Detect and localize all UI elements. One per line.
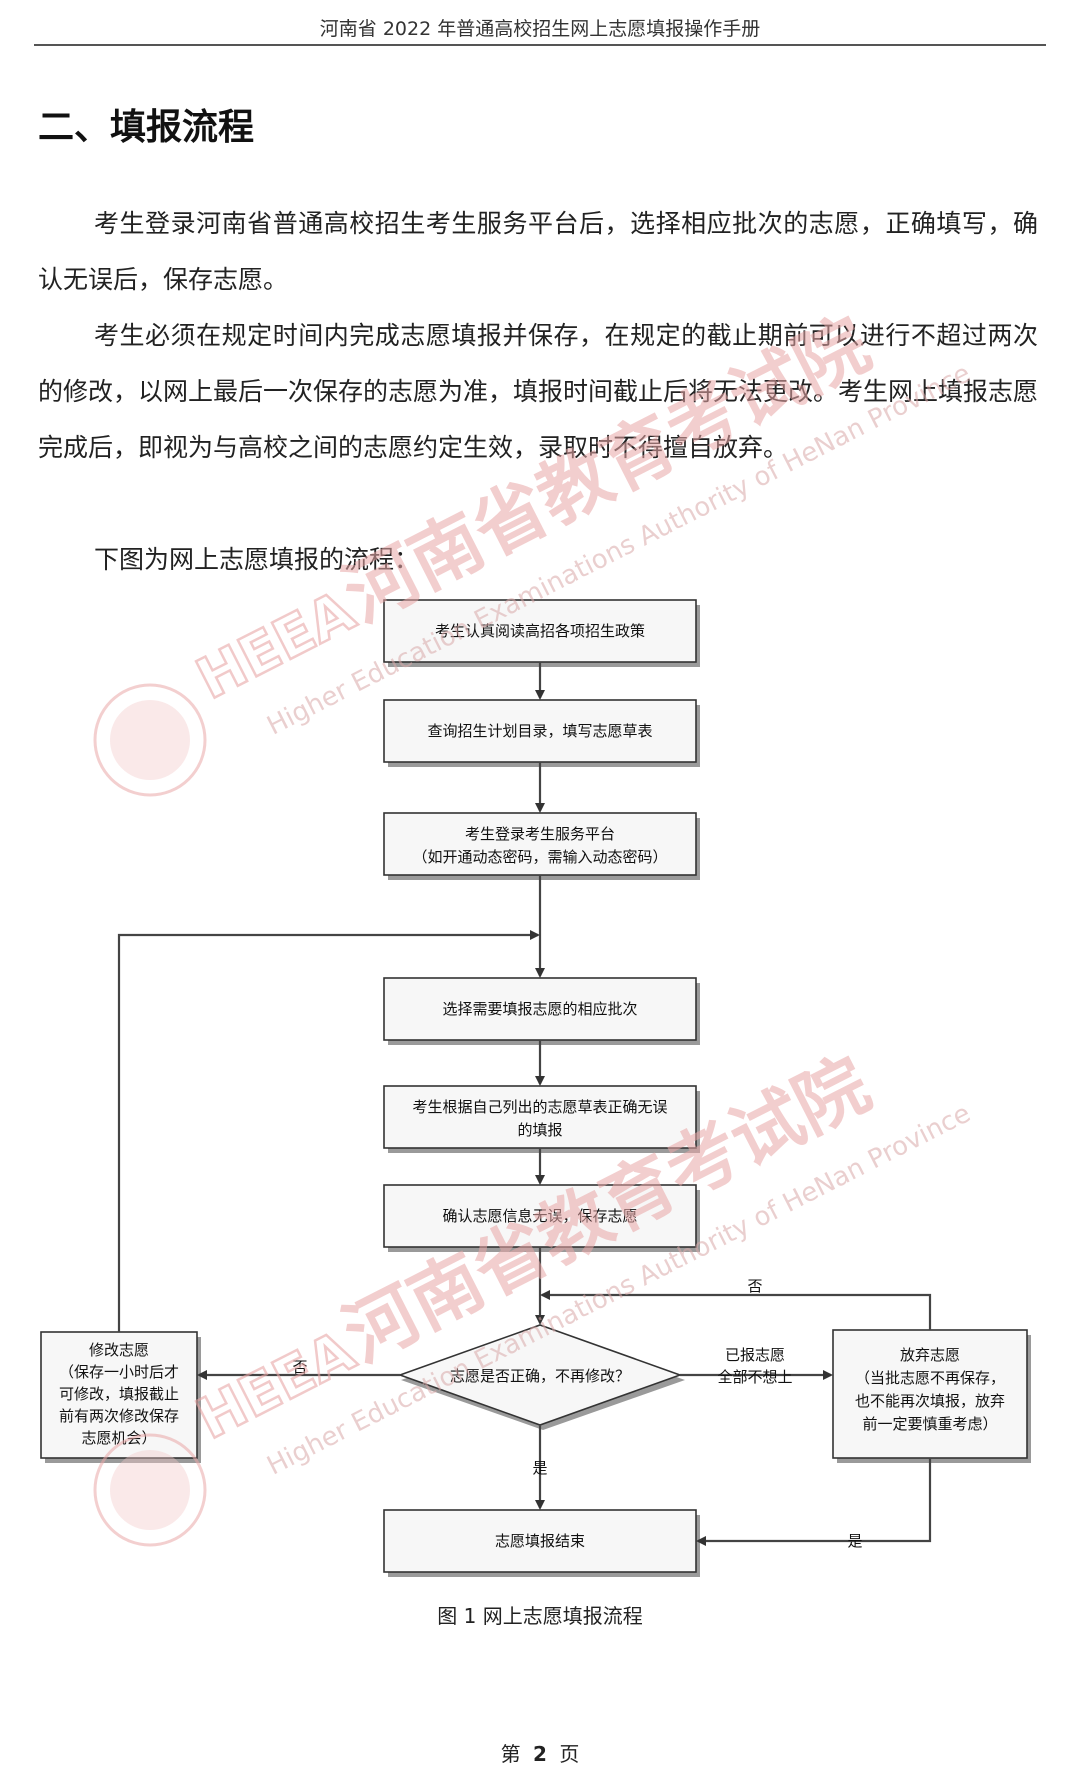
step-query-plan-label: 查询招生计划目录，填写志愿草表	[427, 722, 652, 740]
abandon-line-2: 也不能再次填报，放弃	[855, 1392, 1005, 1410]
flow-connectors	[117, 662, 932, 1546]
page-number: 第 2 页	[0, 1738, 1080, 1767]
step-fill-in-label-1: 考生根据自己列出的志愿草表正确无误	[412, 1098, 667, 1116]
section-title: 二、填报流程	[38, 106, 255, 148]
step-query-plan: 查询招生计划目录，填写志愿草表	[383, 699, 700, 767]
modify-line-1: （保存一小时后才	[59, 1363, 179, 1381]
step-end-label: 志愿填报结束	[495, 1532, 585, 1550]
page-header: 河南省 2022 年普通高校招生网上志愿填报操作手册	[319, 18, 761, 40]
step-confirm-save: 确认志愿信息无误，保存志愿	[383, 1184, 700, 1252]
step-read-policy-label: 考生认真阅读高招各项招生政策	[435, 622, 645, 640]
modify-line-3: 前有两次修改保存	[59, 1407, 179, 1425]
abandon-box: 放弃志愿 （当批志愿不再保存， 也不能再次填报，放弃 前一定要慎重考虑）	[832, 1329, 1031, 1463]
label-right-2: 全部不想上	[717, 1368, 792, 1386]
abandon-title: 放弃志愿	[900, 1346, 960, 1364]
label-no-left: 否	[292, 1358, 307, 1376]
figure-caption: 图 1 网上志愿填报流程	[437, 1604, 643, 1628]
modify-line-2: 可修改，填报截止	[59, 1385, 179, 1403]
page-number-value: 2	[533, 1742, 547, 1766]
step-select-batch-label: 选择需要填报志愿的相应批次	[442, 1000, 637, 1018]
step-end: 志愿填报结束	[383, 1509, 700, 1577]
step-fill-in-label-2: 的填报	[517, 1121, 562, 1139]
decision-label: 志愿是否正确，不再修改？	[450, 1367, 630, 1385]
step-login-label-2: （如开通动态密码，需输入动态密码）	[412, 848, 667, 866]
step-fill-in: 考生根据自己列出的志愿草表正确无误 的填报	[383, 1085, 700, 1153]
step-login-label-1: 考生登录考生服务平台	[465, 825, 615, 843]
modify-title: 修改志愿	[89, 1341, 149, 1359]
paragraph-3: 下图为网上志愿填报的流程：	[94, 545, 420, 574]
paragraph-2: 考生必须在规定时间内完成志愿填报并保存，在规定的截止期前可以进行不超过两次的修改…	[38, 321, 1039, 462]
abandon-line-1: （当批志愿不再保存，	[855, 1369, 1005, 1387]
step-select-batch: 选择需要填报志愿的相应批次	[383, 977, 700, 1045]
flowchart: 考生认真阅读高招各项招生政策 查询招生计划目录，填写志愿草表 考生登录考生服务平…	[40, 599, 1031, 1577]
step-login: 考生登录考生服务平台 （如开通动态密码，需输入动态密码）	[383, 812, 700, 880]
modify-line-4: 志愿机会）	[81, 1429, 156, 1447]
decision-correct: 志愿是否正确，不再修改？	[397, 1324, 685, 1430]
step-confirm-save-label: 确认志愿信息无误，保存志愿	[442, 1207, 637, 1225]
label-right-1: 已报志愿	[725, 1346, 785, 1364]
modify-box: 修改志愿 （保存一小时后才 可修改，填报截止 前有两次修改保存 志愿机会）	[40, 1331, 201, 1463]
step-read-policy: 考生认真阅读高招各项招生政策	[383, 599, 700, 667]
page-number-prefix: 第	[500, 1742, 521, 1766]
header-divider	[34, 44, 1046, 46]
label-yes-right: 是	[847, 1532, 862, 1550]
label-yes-down: 是	[532, 1459, 547, 1477]
label-no-top: 否	[747, 1277, 762, 1295]
page-number-suffix: 页	[559, 1742, 580, 1766]
paragraph-1: 考生登录河南省普通高校招生考生服务平台后，选择相应批次的志愿，正确填写，确认无误…	[38, 209, 1038, 294]
abandon-line-3: 前一定要慎重考虑）	[862, 1415, 997, 1433]
